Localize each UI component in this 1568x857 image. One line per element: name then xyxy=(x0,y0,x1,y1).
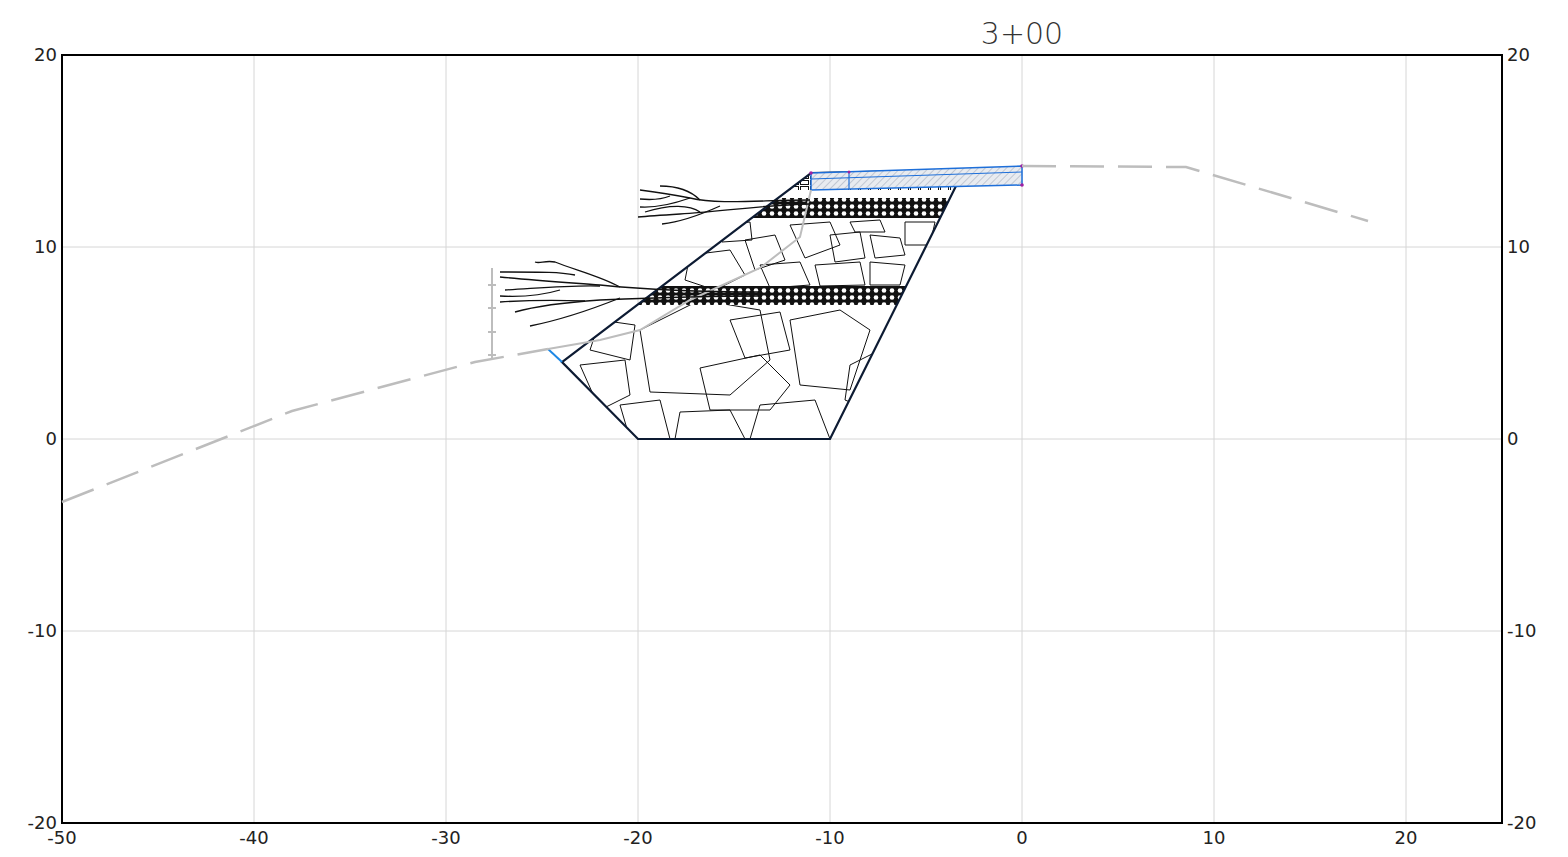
rock-fill xyxy=(540,170,980,439)
axis-label: 20 xyxy=(1507,46,1530,64)
axis-label: -30 xyxy=(431,829,460,847)
daylight-line xyxy=(548,349,562,362)
existing-ground xyxy=(62,166,1368,502)
axis-label: -20 xyxy=(623,829,652,847)
axis-label: 10 xyxy=(1203,829,1226,847)
ground-under-fill xyxy=(548,190,811,349)
fill-outline xyxy=(562,170,964,439)
axis-label: 0 xyxy=(1507,430,1518,448)
axis-label: 0 xyxy=(46,430,57,448)
tree-symbol xyxy=(500,186,810,326)
axis-label: 10 xyxy=(34,238,57,256)
axis-label: 0 xyxy=(1016,829,1027,847)
measure-mark xyxy=(488,268,496,358)
axis-label: -10 xyxy=(28,622,57,640)
grid xyxy=(62,55,1502,823)
axis-label: 10 xyxy=(1507,238,1530,256)
station-title: 3+00 xyxy=(981,19,1063,49)
axis-label: 20 xyxy=(34,46,57,64)
axis-label: 20 xyxy=(1395,829,1418,847)
plot-frame xyxy=(62,55,1502,823)
axis-label: -10 xyxy=(815,829,844,847)
axis-label: -10 xyxy=(1507,622,1536,640)
pavement xyxy=(809,164,1024,190)
axis-label: -50 xyxy=(47,829,76,847)
axis-label: -40 xyxy=(239,829,268,847)
axis-label: -20 xyxy=(1507,814,1536,832)
